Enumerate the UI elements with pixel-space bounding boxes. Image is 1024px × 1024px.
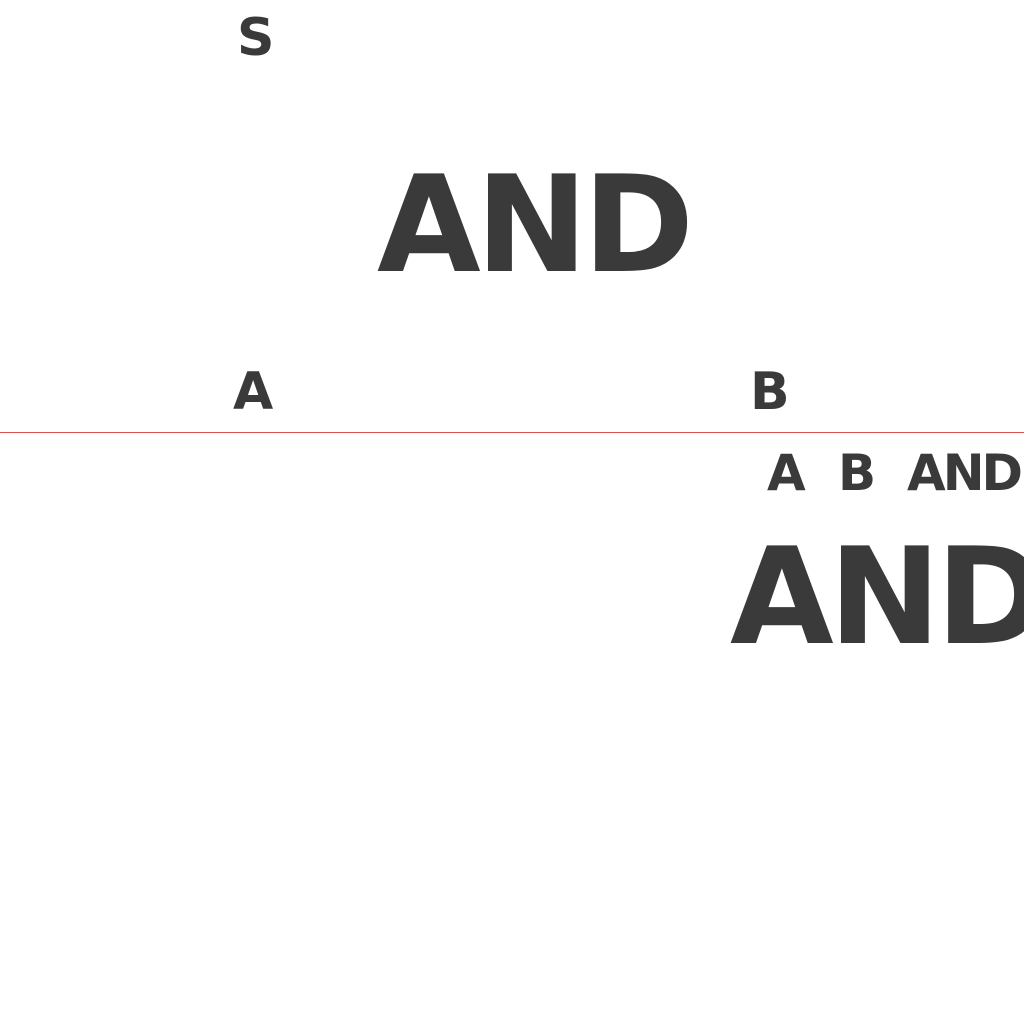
header-col-a: A xyxy=(767,444,806,502)
input-a-label: A xyxy=(233,362,273,422)
header-col-b: B xyxy=(838,444,876,502)
top-label-s: S xyxy=(237,8,274,68)
header-col-and: AND xyxy=(907,444,1023,502)
divider-line xyxy=(0,432,1024,433)
result-and-label: AND xyxy=(730,519,1024,675)
and-gate-label: AND xyxy=(377,147,694,303)
input-b-label: B xyxy=(750,362,790,422)
